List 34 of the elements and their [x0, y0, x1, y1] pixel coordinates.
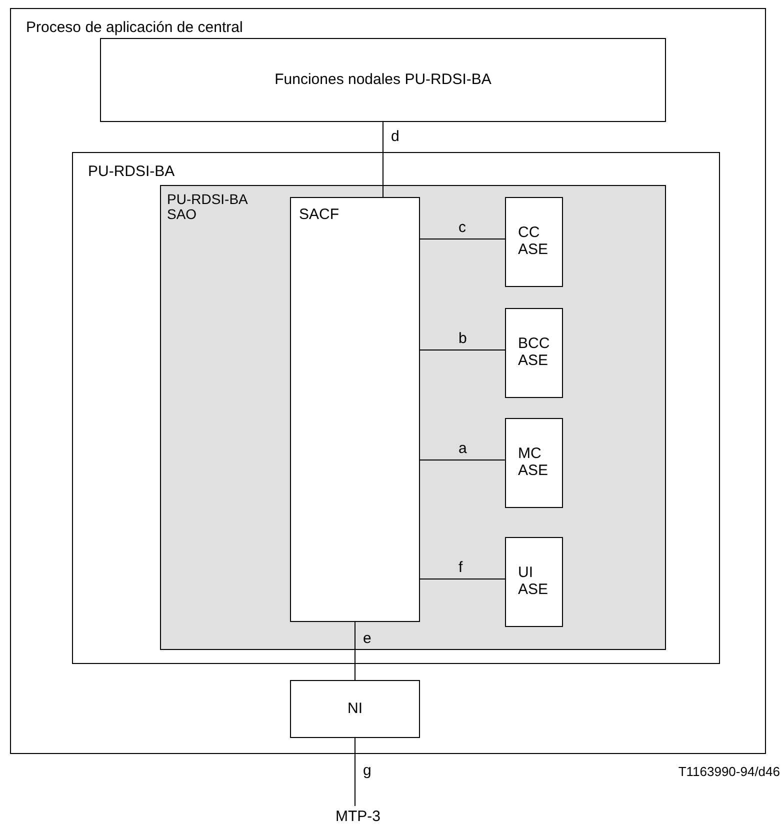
node-label: PU-RDSI-BA SAO: [167, 192, 249, 222]
figure-code: T1163990-94/d46: [678, 763, 780, 781]
connector-line: [354, 622, 356, 680]
edge-label: d: [391, 128, 400, 146]
container-box: [10, 8, 766, 754]
process-box: [290, 680, 420, 738]
edge-label: c: [458, 219, 466, 237]
node-label: MTP-3: [336, 806, 380, 827]
node-label: CC ASE: [518, 224, 548, 258]
node-label: Funciones nodales PU-RDSI-BA: [274, 70, 492, 90]
node-label: NI: [348, 698, 362, 719]
process-box: [505, 308, 563, 398]
node-label: MC ASE: [518, 445, 548, 479]
edge-label: f: [458, 559, 463, 577]
process-box: [505, 418, 563, 508]
edge-label: b: [458, 330, 467, 348]
container-box: [72, 152, 720, 664]
edge-label: g: [363, 762, 372, 780]
group-panel: [160, 185, 666, 650]
edge-label: e: [363, 630, 372, 648]
process-box: [290, 197, 420, 622]
node-label: UI ASE: [518, 564, 548, 598]
connector-line: [420, 238, 506, 240]
edge-label: a: [458, 440, 467, 458]
node-label: BCC ASE: [518, 335, 550, 369]
process-box: [505, 537, 563, 627]
node-label: Proceso de aplicación de central: [26, 18, 243, 38]
connector-line: [420, 578, 506, 580]
process-box: [505, 197, 563, 287]
node-label: SACF: [299, 205, 340, 225]
connector-line: [382, 122, 384, 198]
connector-line: [354, 738, 356, 806]
process-box: [100, 38, 666, 122]
node-label: PU-RDSI-BA: [88, 162, 175, 182]
